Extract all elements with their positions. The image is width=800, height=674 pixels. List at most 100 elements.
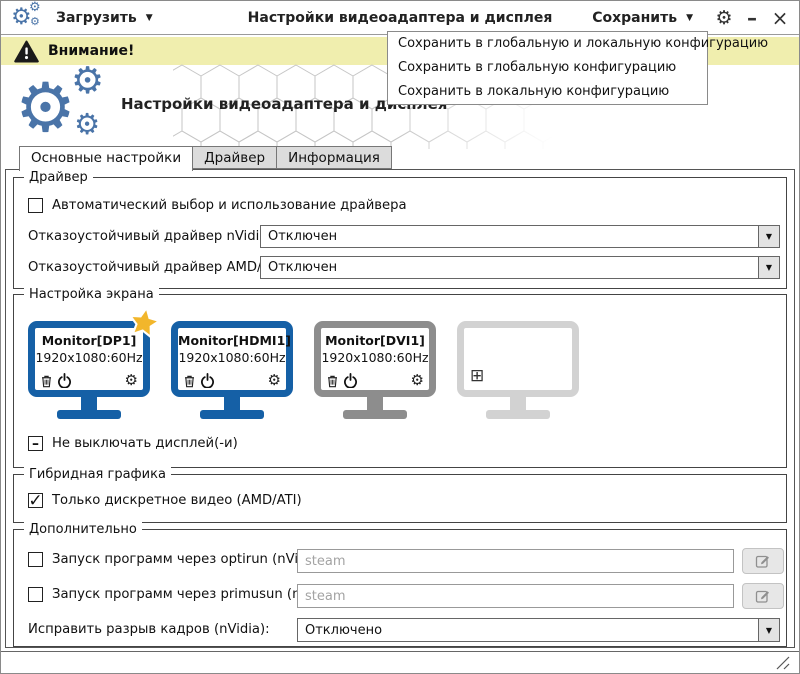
monitor-list: Monitor[DP1] 1920x1080:60Hz <box>28 305 579 419</box>
save-dropdown-menu: Сохранить в глобальную и локальную конфи… <box>387 31 769 105</box>
tab-bar: Основные настройки Драйвер Информация <box>19 146 392 171</box>
driver-group-legend: Драйвер <box>24 170 93 185</box>
monitor-stand <box>81 397 97 410</box>
tab-basic-settings[interactable]: Основные настройки <box>19 146 194 171</box>
frame-tearing-combobox[interactable]: Отключено ▼ <box>297 618 780 642</box>
monitor-stand-base <box>200 410 264 419</box>
monitor-card-dvi1[interactable]: Monitor[DVI1] 1920x1080:60Hz <box>314 321 436 419</box>
auto-driver-label: Автоматический выбор и использование дра… <box>52 198 407 213</box>
primusun-label: Запуск программ через primusun (nVidia): <box>52 587 343 602</box>
monitor-card-empty[interactable]: ⊞ <box>457 321 579 419</box>
monitor-settings-icon[interactable]: ⚙ <box>267 371 281 389</box>
optirun-edit-button[interactable] <box>742 548 784 574</box>
primusun-row: Запуск программ через primusun (nVidia): <box>28 587 343 602</box>
nvidia-failsafe-value: Отключен <box>268 229 338 244</box>
gear-glyph: ⚙ <box>15 69 76 148</box>
main-panel: Драйвер Автоматический выбор и использов… <box>5 169 795 648</box>
load-button-label: Загрузить <box>56 10 137 26</box>
keep-display-on-checkbox[interactable]: – <box>28 436 43 451</box>
caret-down-icon: ▼ <box>145 13 153 23</box>
amd-failsafe-combobox[interactable]: Отключен ▼ <box>260 256 780 279</box>
monitor-settings-icon[interactable]: ⚙ <box>124 371 138 389</box>
delete-monitor-icon[interactable] <box>183 374 196 388</box>
additional-group: Дополнительно Запуск программ через opti… <box>13 522 787 647</box>
monitor-stand-base <box>486 410 550 419</box>
combo-arrow-icon[interactable]: ▼ <box>758 619 779 641</box>
gear-glyph: ⚙ <box>11 4 32 30</box>
amd-failsafe-label: Отказоустойчивый драйвер AMD/ATI: <box>28 260 286 275</box>
warning-triangle-icon <box>14 40 39 62</box>
monitor-card-dp1[interactable]: Monitor[DP1] 1920x1080:60Hz <box>28 305 162 419</box>
monitor-name: Monitor[HDMI1] <box>178 333 291 348</box>
resize-grip[interactable] <box>775 656 791 670</box>
save-button[interactable]: Сохранить ▼ <box>592 1 693 35</box>
power-monitor-icon[interactable] <box>343 373 358 388</box>
gear-glyph: ⚙ <box>74 107 100 141</box>
hybrid-group-legend: Гибридная графика <box>24 467 171 482</box>
edit-pencil-icon <box>755 555 769 568</box>
monitor-stand <box>510 397 526 410</box>
minimize-button[interactable]: – <box>747 6 757 30</box>
power-monitor-icon[interactable] <box>200 373 215 388</box>
auto-driver-checkbox[interactable] <box>28 198 43 213</box>
monitor-screen: Monitor[DP1] 1920x1080:60Hz <box>28 321 150 397</box>
menu-item-save-global[interactable]: Сохранить в глобальную конфигурацию <box>398 60 677 75</box>
amd-failsafe-value: Отключен <box>268 260 338 275</box>
power-monitor-icon[interactable] <box>57 373 72 388</box>
hybrid-graphics-group: Гибридная графика ✓ Только дискретное ви… <box>13 467 787 523</box>
delete-monitor-icon[interactable] <box>40 374 53 388</box>
discrete-only-checkbox[interactable]: ✓ <box>28 490 43 511</box>
monitor-name: Monitor[DVI1] <box>325 333 425 348</box>
screen-group: Настройка экрана Monitor[DP1] 1920x1080:… <box>13 287 787 468</box>
monitor-card-hdmi1[interactable]: Monitor[HDMI1] 1920x1080:60Hz <box>171 321 293 419</box>
gear-glyph: ⚙ <box>30 15 40 28</box>
monitor-screen: Monitor[DVI1] 1920x1080:60Hz <box>314 321 436 397</box>
add-monitor-icon[interactable]: ⊞ <box>470 366 485 386</box>
tab-information[interactable]: Информация <box>277 146 392 169</box>
primusun-checkbox[interactable] <box>28 587 43 602</box>
auto-driver-row: Автоматический выбор и использование дра… <box>28 198 407 213</box>
driver-group: Драйвер Автоматический выбор и использов… <box>13 170 787 289</box>
menu-item-save-local[interactable]: Сохранить в локальную конфигурацию <box>398 84 670 99</box>
titlebar: ⚙ ⚙ ⚙ Загрузить ▼ Настройки видеоадаптер… <box>1 1 799 35</box>
additional-group-legend: Дополнительно <box>24 522 142 537</box>
window-title: Настройки видеоадаптера и дисплея <box>247 10 553 26</box>
combo-arrow-icon[interactable]: ▼ <box>758 257 779 278</box>
frame-tearing-value: Отключено <box>305 622 383 638</box>
nvidia-failsafe-label: Отказоустойчивый драйвер nVidia: <box>28 229 272 244</box>
save-button-label: Сохранить <box>592 10 678 26</box>
caret-down-icon: ▼ <box>686 13 693 23</box>
close-button[interactable]: × <box>771 6 789 30</box>
monitor-name: Monitor[DP1] <box>41 333 137 348</box>
primusun-command-input[interactable] <box>297 584 734 608</box>
monitor-settings-icon[interactable]: ⚙ <box>410 371 424 389</box>
gear-glyph: ⚙ <box>71 59 105 102</box>
monitor-screen: ⊞ <box>457 321 579 397</box>
keep-display-on-label: Не выключать дисплей(-и) <box>52 436 238 451</box>
tab-driver[interactable]: Драйвер <box>193 146 278 169</box>
optirun-command-input[interactable] <box>297 549 734 573</box>
optirun-row: Запуск программ через optirun (nVidia): <box>28 552 328 567</box>
monitor-mode: 1920x1080:60Hz <box>35 350 143 365</box>
delete-monitor-icon[interactable] <box>326 374 339 388</box>
app-logo-large-icon: ⚙ ⚙ ⚙ <box>15 59 125 148</box>
app-logo-icon: ⚙ ⚙ ⚙ <box>11 1 49 33</box>
monitor-screen: Monitor[HDMI1] 1920x1080:60Hz <box>171 321 293 397</box>
discrete-only-label: Только дискретное видео (AMD/ATI) <box>52 493 302 508</box>
combo-arrow-icon[interactable]: ▼ <box>758 226 779 247</box>
primusun-edit-button[interactable] <box>742 583 784 609</box>
monitor-mode: 1920x1080:60Hz <box>178 350 286 365</box>
settings-gear-button[interactable]: ⚙ <box>715 7 733 29</box>
monitor-stand <box>367 397 383 410</box>
warning-text: Внимание! <box>48 43 135 59</box>
menu-item-save-global-local[interactable]: Сохранить в глобальную и локальную конфи… <box>398 36 769 51</box>
optirun-label: Запуск программ через optirun (nVidia): <box>52 552 328 567</box>
page-title: Настройки видеоадаптера и дисплея <box>121 95 448 113</box>
monitor-stand <box>224 397 240 410</box>
optirun-checkbox[interactable] <box>28 552 43 567</box>
nvidia-failsafe-combobox[interactable]: Отключен ▼ <box>260 225 780 248</box>
monitor-mode: 1920x1080:60Hz <box>321 350 429 365</box>
load-button[interactable]: Загрузить ▼ <box>56 1 153 35</box>
primary-star-icon <box>128 305 162 340</box>
